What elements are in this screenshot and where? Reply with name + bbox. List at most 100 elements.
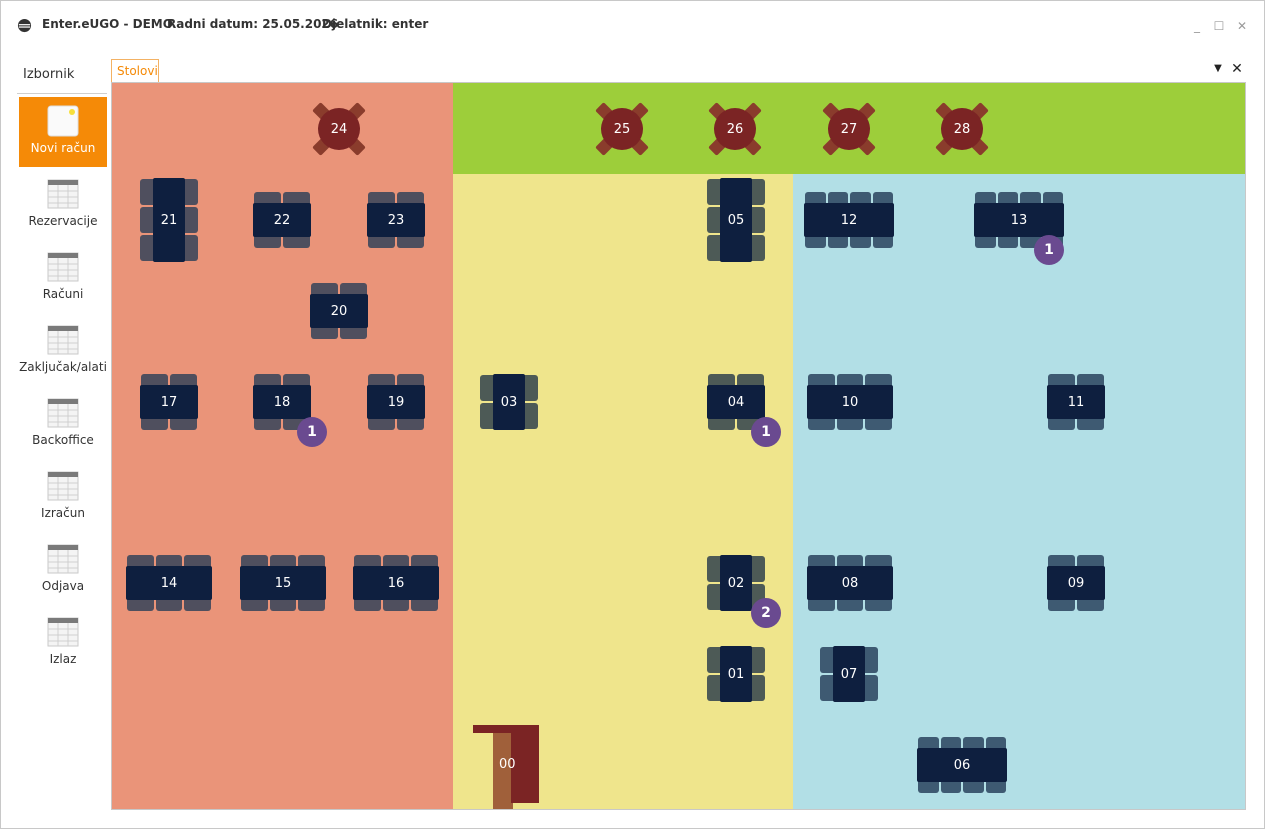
table-number: 00 xyxy=(499,757,516,772)
table-17[interactable]: 17 xyxy=(140,374,198,430)
table-number: 04 xyxy=(707,385,765,419)
table-number: 09 xyxy=(1047,566,1105,600)
table-number: 26 xyxy=(714,108,756,150)
table-08[interactable]: 08 xyxy=(807,555,893,611)
table-grid-icon xyxy=(47,179,79,209)
app-logo-icon xyxy=(17,18,32,33)
table-number: 14 xyxy=(126,566,212,600)
round-table-25[interactable]: 25 xyxy=(593,100,651,158)
table-22[interactable]: 22 xyxy=(253,192,311,248)
employee-name: Djelatnik: enter xyxy=(322,17,429,31)
tab-stolovi[interactable]: Stolovi xyxy=(111,59,159,83)
table-10[interactable]: 10 xyxy=(807,374,893,430)
table-15[interactable]: 15 xyxy=(240,555,326,611)
menu-item-zakljucak-alati[interactable]: Zaključak/alati xyxy=(19,316,107,386)
table-number: 03 xyxy=(493,374,525,430)
table-number: 28 xyxy=(941,108,983,150)
order-count-badge-13: 1 xyxy=(1034,235,1064,265)
table-number: 02 xyxy=(720,555,752,611)
table-number: 11 xyxy=(1047,385,1105,419)
table-number: 22 xyxy=(253,203,311,237)
table-14[interactable]: 14 xyxy=(126,555,212,611)
table-number: 07 xyxy=(833,646,865,702)
table-06[interactable]: 06 xyxy=(917,737,1007,793)
menu-item-odjava[interactable]: Odjava xyxy=(19,535,107,605)
tab-dropdown-icon[interactable]: ▼ xyxy=(1214,63,1222,74)
table-07[interactable]: 07 xyxy=(820,646,878,702)
table-number: 21 xyxy=(153,178,185,262)
menu-item-racuni[interactable]: Računi xyxy=(19,243,107,313)
table-11[interactable]: 11 xyxy=(1047,374,1105,430)
table-20[interactable]: 20 xyxy=(310,283,368,339)
table-number: 18 xyxy=(253,385,311,419)
menu-item-backoffice[interactable]: Backoffice xyxy=(19,389,107,459)
table-number: 08 xyxy=(807,566,893,600)
table-12[interactable]: 12 xyxy=(804,192,894,248)
table-number: 24 xyxy=(318,108,360,150)
table-21[interactable]: 21 xyxy=(140,178,198,262)
menu-item-label: Računi xyxy=(42,287,84,301)
app-title: Enter.eUGO - DEMO xyxy=(42,17,173,31)
title-bar: Enter.eUGO - DEMO Radni datum: 25.05.202… xyxy=(1,1,1264,51)
maximize-button[interactable]: ☐ xyxy=(1213,19,1225,33)
table-number: 20 xyxy=(310,294,368,328)
zone-yellow xyxy=(453,174,793,809)
table-number: 17 xyxy=(140,385,198,419)
table-number: 10 xyxy=(807,385,893,419)
round-table-27[interactable]: 27 xyxy=(820,100,878,158)
order-count-badge-18: 1 xyxy=(297,417,327,447)
menu-item-label: Izlaz xyxy=(49,652,77,666)
table-03[interactable]: 03 xyxy=(480,374,538,430)
bar-counter-00[interactable]: 00 xyxy=(473,725,543,809)
table-grid-icon xyxy=(47,325,79,355)
sticky-note-icon xyxy=(47,105,79,137)
table-grid-icon xyxy=(47,398,79,428)
zone-blue xyxy=(793,174,1245,809)
table-01[interactable]: 01 xyxy=(707,646,765,702)
table-grid-icon xyxy=(47,617,79,647)
bar-counter-top xyxy=(473,725,539,733)
table-number: 23 xyxy=(367,203,425,237)
menu-item-label: Izračun xyxy=(41,506,85,520)
bar-counter-front xyxy=(511,725,539,803)
table-19[interactable]: 19 xyxy=(367,374,425,430)
table-number: 16 xyxy=(353,566,439,600)
table-23[interactable]: 23 xyxy=(367,192,425,248)
table-number: 25 xyxy=(601,108,643,150)
table-18[interactable]: 18 xyxy=(253,374,311,430)
table-05[interactable]: 05 xyxy=(707,178,765,262)
table-number: 27 xyxy=(828,108,870,150)
menu-item-label: Rezervacije xyxy=(28,214,98,228)
menu-title: Izbornik xyxy=(23,67,75,82)
menu-item-label: Zaključak/alati xyxy=(19,360,107,374)
round-table-26[interactable]: 26 xyxy=(706,100,764,158)
menu-item-label: Backoffice xyxy=(32,433,94,447)
menu-item-label: Odjava xyxy=(41,579,85,593)
window-close-button[interactable]: ✕ xyxy=(1236,19,1248,33)
menu-divider xyxy=(17,93,107,94)
table-number: 01 xyxy=(720,646,752,702)
menu-item-novi-racun[interactable]: Novi račun xyxy=(19,97,107,167)
table-number: 12 xyxy=(804,203,894,237)
table-16[interactable]: 16 xyxy=(353,555,439,611)
menu-item-izracun[interactable]: Izračun xyxy=(19,462,107,532)
table-09[interactable]: 09 xyxy=(1047,555,1105,611)
table-grid-icon xyxy=(47,544,79,574)
work-date: Radni datum: 25.05.2026 xyxy=(167,17,339,31)
order-count-badge-02: 2 xyxy=(751,598,781,628)
table-number: 05 xyxy=(720,178,752,262)
menu-item-label: Novi račun xyxy=(30,141,96,155)
bar-counter-side xyxy=(493,733,513,809)
menu-item-izlaz[interactable]: Izlaz xyxy=(19,608,107,678)
table-13[interactable]: 13 xyxy=(974,192,1064,248)
menu-item-rezervacije[interactable]: Rezervacije xyxy=(19,170,107,240)
table-number: 06 xyxy=(917,748,1007,782)
table-grid-icon xyxy=(47,252,79,282)
table-grid-icon xyxy=(47,471,79,501)
round-table-24[interactable]: 24 xyxy=(310,100,368,158)
tab-close-button[interactable]: ✕ xyxy=(1231,61,1243,77)
minimize-button[interactable]: _ xyxy=(1194,19,1200,33)
table-number: 19 xyxy=(367,385,425,419)
round-table-28[interactable]: 28 xyxy=(933,100,991,158)
